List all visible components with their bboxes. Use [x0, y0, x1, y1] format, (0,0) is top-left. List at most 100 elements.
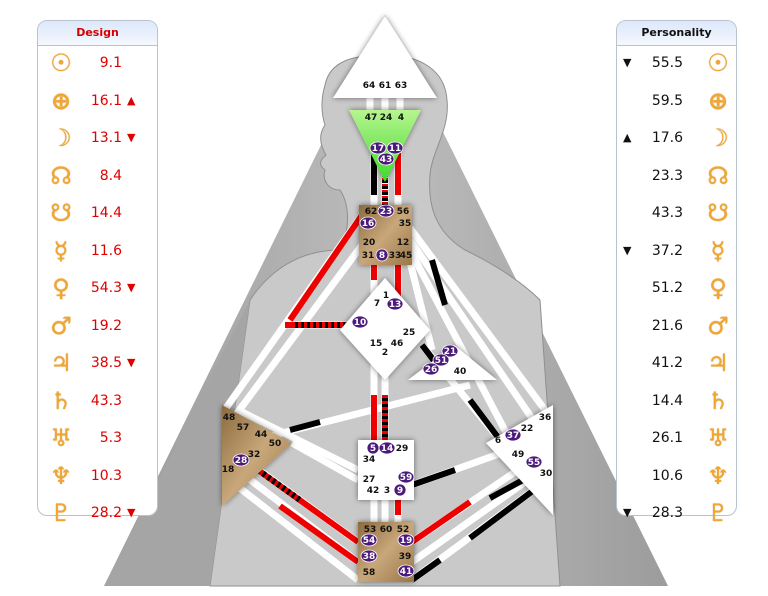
- gate-46: 46: [391, 339, 404, 349]
- gate-21: 21: [444, 347, 457, 357]
- gate-9-marker: [393, 483, 407, 497]
- gate-6: 6: [495, 436, 501, 446]
- gate-59: 59: [400, 473, 413, 483]
- south-node-icon: ☋: [707, 199, 729, 227]
- detriment-arrow-icon: ▼: [623, 56, 632, 69]
- gate-16: 16: [362, 219, 375, 229]
- gate-13-marker: [386, 297, 404, 311]
- gate-2: 2: [382, 348, 388, 358]
- spleen-center: [222, 405, 292, 506]
- gate-29: 29: [396, 444, 409, 454]
- gate-27: 27: [363, 475, 376, 485]
- detriment-arrow-icon: ▼: [623, 243, 632, 257]
- gate-54-marker: [360, 533, 378, 547]
- personality-mercury-value: 37.2: [651, 242, 683, 259]
- personality-row-mercury: ☿ 37.2 ▼: [617, 235, 736, 265]
- gate-45: 45: [400, 251, 413, 261]
- gate-26: 26: [425, 365, 438, 375]
- gate-17-marker: [369, 141, 387, 155]
- design-row-neptune: ♆10.3: [38, 460, 157, 490]
- gate-9: 9: [397, 486, 403, 496]
- personality-row-saturn: ♄14.4: [617, 385, 736, 415]
- south-node-icon: ☋: [50, 199, 72, 227]
- personality-neptune-value: 10.6: [651, 467, 683, 484]
- gate-17: 17: [372, 144, 385, 154]
- design-row-south-node: ☋ 14.4: [38, 197, 157, 227]
- gate-25: 25: [403, 328, 416, 338]
- gate-1: 1: [383, 291, 389, 301]
- solar-plexus-center: [486, 405, 553, 515]
- pluto-icon: ♇: [50, 499, 72, 527]
- mars-icon: ♂: [50, 311, 72, 340]
- gate-41-marker: [397, 564, 415, 578]
- design-row-moon: ☽13.1▼: [38, 122, 157, 152]
- gate-51-marker: [432, 353, 450, 367]
- gate-34: 34: [363, 455, 376, 465]
- personality-title: Personality: [617, 21, 736, 46]
- personality-mars-value: 21.6: [651, 317, 683, 334]
- gate-38-marker: [360, 549, 378, 563]
- personality-row-moon: ☽17.6▲: [617, 122, 736, 152]
- uranus-icon: ♅: [50, 424, 72, 452]
- gate-41: 41: [400, 567, 413, 577]
- gate-64: 64: [363, 81, 376, 91]
- mars-icon: ♂: [707, 311, 729, 340]
- personality-row-north-node: ☊23.3: [617, 160, 736, 190]
- design-uranus-value: 5.3: [99, 430, 122, 446]
- gate-26-marker: [422, 362, 440, 376]
- detriment-arrow-icon: ▼: [127, 506, 136, 519]
- gate-33: 33: [389, 251, 402, 261]
- detriment-arrow-icon: ▼: [127, 281, 136, 294]
- gate-18: 18: [222, 465, 235, 475]
- exalted-arrow-icon: ▲: [623, 131, 632, 144]
- personality-south-node-value: 43.3: [651, 205, 683, 221]
- personality-earth-value: 59.5: [651, 92, 683, 109]
- design-title: Design: [38, 21, 157, 46]
- gate-50: 50: [269, 439, 282, 449]
- design-row-jupiter: ♃38.5▼: [38, 347, 157, 377]
- gate-55-marker: [525, 455, 543, 469]
- gate-42: 42: [367, 486, 380, 496]
- gate-61: 61: [379, 81, 392, 91]
- design-row-pluto: ♇28.2▼: [38, 497, 157, 527]
- gate-37-marker: [504, 428, 522, 442]
- gate-24: 24: [380, 113, 393, 123]
- gate-37: 37: [507, 431, 520, 441]
- gate-23-marker: [377, 204, 395, 218]
- detriment-arrow-icon: ▼: [127, 356, 136, 369]
- personality-row-sun: ☉55.5▼: [617, 47, 736, 77]
- personality-uranus-value: 26.1: [651, 430, 683, 446]
- design-row-uranus: ♅ 5.3: [38, 422, 157, 452]
- design-jupiter-value: 38.5: [90, 355, 122, 371]
- jupiter-icon: ♃: [707, 349, 729, 377]
- design-row-mercury: ☿11.6: [38, 235, 157, 265]
- neptune-icon: ♆: [50, 461, 72, 490]
- gate-59-marker: [397, 470, 415, 484]
- pluto-icon: ♇: [707, 499, 729, 527]
- north-node-icon: ☊: [50, 161, 72, 190]
- design-south-node-value: 14.4: [90, 205, 122, 221]
- gate-62: 62: [365, 207, 378, 217]
- gate-14: 14: [381, 444, 394, 454]
- gate-55: 55: [528, 458, 541, 468]
- saturn-icon: ♄: [50, 386, 72, 415]
- personality-row-south-node: ☋ 43.3: [617, 197, 736, 227]
- design-row-earth: ⊕16.1▲: [38, 85, 157, 115]
- personality-moon-value: 17.6: [651, 130, 683, 146]
- gate-8: 8: [379, 251, 385, 261]
- gate-38: 38: [363, 552, 376, 562]
- gate-30: 30: [540, 469, 553, 479]
- personality-jupiter-value: 41.2: [651, 355, 683, 371]
- gate-35: 35: [399, 219, 412, 229]
- gate-4: 4: [398, 113, 404, 123]
- gate-23: 23: [380, 207, 393, 217]
- design-row-mars: ♂ 19.2: [38, 310, 157, 340]
- mercury-icon: ☿: [710, 236, 726, 265]
- g-center: [340, 278, 430, 380]
- gate-11-marker: [386, 141, 404, 155]
- north-node-icon: ☊: [707, 161, 729, 190]
- venus-icon: ♀: [52, 274, 70, 302]
- gate-11: 11: [389, 144, 402, 154]
- gate-21-marker: [441, 344, 459, 358]
- design-mars-value: 19.2: [90, 317, 122, 334]
